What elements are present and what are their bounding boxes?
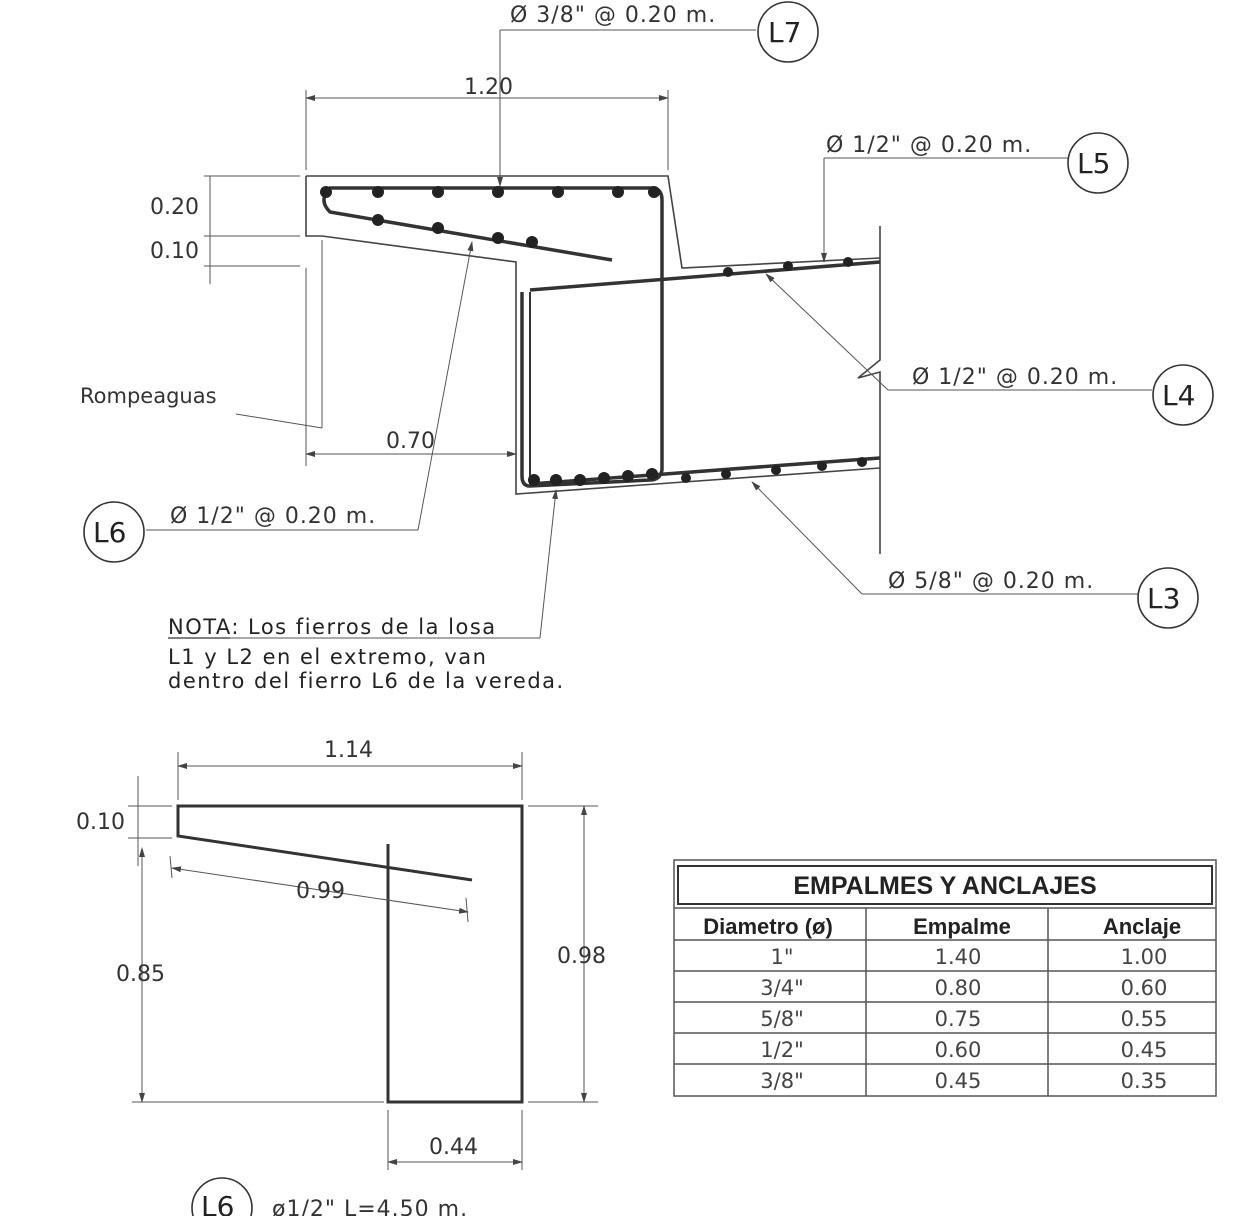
table-cell-anclaje: 0.55 [1121,1007,1168,1031]
note-prefix: NOTA: [168,615,240,639]
note-block: NOTA: Los fierros de la losa L1 y L2 en … [168,489,565,693]
table-cell-empalme: 0.80 [935,976,982,1000]
table-cell-diametro: 5/8" [760,1007,803,1031]
note-line3: dentro del fierro L6 de la vereda. [168,669,565,693]
table-cell-empalme: 0.45 [935,1069,982,1093]
rebar-l6-shape [176,804,524,1104]
splice-table: EMPALMES Y ANCLAJES Diametro (ø) Empalme… [673,859,1217,1097]
note-line1: Los fierros de la losa [248,615,497,639]
callout-l5: Ø 1/2" @ 0.20 m. L5 [821,132,1129,263]
callout-l7-text: Ø 3/8" @ 0.20 m. [510,3,716,28]
rebar-l6 [322,186,664,488]
table-cell-diametro: 1" [770,945,793,969]
callout-l6: Ø 1/2" @ 0.20 m. L6 [83,241,474,563]
tag-l7: L7 [768,16,801,49]
rompeaguas-label: Rompeaguas [80,384,217,408]
dim-detail-left-top: 0.10 [76,810,125,835]
table-title: EMPALMES Y ANCLAJES [793,872,1096,900]
dim-width-top: 1.20 [464,75,513,100]
table-header-anclaje: Anclaje [1103,914,1181,939]
dim-top-thickness: 0.20 [150,195,199,220]
table-header-diametro: Diametro (ø) [703,914,833,939]
sidewalk-section: 1.20 0.20 0.10 0.70 Rompeaguas [80,75,881,554]
tag-l5: L5 [1077,147,1110,180]
concrete-outline-lower [305,176,881,495]
break-line [857,226,881,554]
dim-drip-thickness: 0.10 [150,239,199,264]
table-cell-diametro: 3/4" [760,976,803,1000]
table-cell-empalme: 0.60 [935,1038,982,1062]
callout-l4-text: Ø 1/2" @ 0.20 m. [912,365,1118,390]
callout-l4: Ø 1/2" @ 0.20 m. L4 [765,273,1214,426]
dim-detail-bottom: 0.44 [429,1135,478,1160]
callout-l3-text: Ø 5/8" @ 0.20 m. [888,569,1094,594]
detail-spec: ø1/2" L=4.50 m. [272,1197,468,1216]
tag-l4: L4 [1162,379,1195,412]
concrete-outline [306,175,881,269]
callout-l5-text: Ø 1/2" @ 0.20 m. [826,133,1032,158]
tag-l6: L6 [93,516,126,549]
table-cell-empalme: 1.40 [935,945,982,969]
table-header-empalme: Empalme [913,914,1011,939]
rebar-l5-top [529,260,881,292]
callout-l7: Ø 3/8" @ 0.20 m. L7 [497,1,819,187]
dim-detail-left-height: 0.85 [116,962,165,987]
callout-l3: Ø 5/8" @ 0.20 m. L3 [751,481,1199,629]
bar-detail-l6: 1.14 0.10 0.99 0.85 0.98 0.44 L6 ø1/2" L… [76,738,606,1216]
table-body: 1" 1.40 1.00 3/4" 0.80 0.60 5/8" 0.75 0.55 1/2" 0.… [760,945,1167,1093]
tag-detail-l6: L6 [201,1190,234,1216]
table-cell-anclaje: 0.60 [1121,976,1168,1000]
dim-inner-width: 0.70 [386,429,435,454]
table-cell-diametro: 1/2" [760,1038,803,1062]
table-cell-anclaje: 0.35 [1121,1069,1168,1093]
note-line2: L1 y L2 en el extremo, van [168,645,487,669]
dim-detail-right-height: 0.98 [557,944,606,969]
table-cell-empalme: 0.75 [935,1007,982,1031]
table-cell-diametro: 3/8" [760,1069,803,1093]
dim-detail-slope: 0.99 [296,879,345,904]
table-cell-anclaje: 0.45 [1121,1038,1168,1062]
callout-l6-text: Ø 1/2" @ 0.20 m. [170,504,376,529]
table-cell-anclaje: 1.00 [1121,945,1168,969]
dim-detail-top: 1.14 [324,738,373,763]
rebar-dots [320,186,867,486]
tag-l3: L3 [1147,582,1180,615]
